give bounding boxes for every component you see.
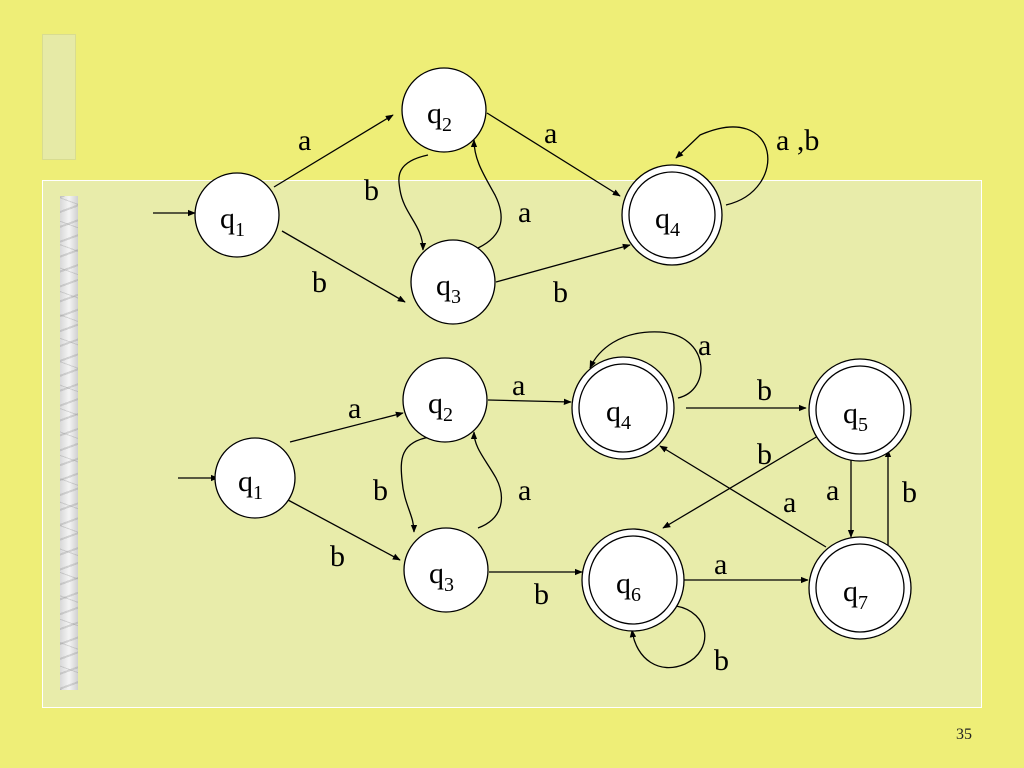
page-number: 35: [956, 726, 972, 743]
svg-text:q4: q4: [655, 202, 680, 241]
top-edge-q1-q2: [273, 114, 394, 188]
svg-text:q6: q6: [616, 567, 641, 606]
bottom-state-q6-final: q6: [581, 528, 685, 632]
top-label-q3-q4: b: [553, 276, 568, 309]
bottom-state-q5-final: q5: [808, 358, 912, 462]
bottom-label-q5-q7: a: [826, 474, 839, 507]
bottom-label-q6-loop: b: [714, 644, 729, 677]
bottom-edge-q7-q4: [659, 445, 827, 548]
bottom-edge-q1-q2: [289, 411, 404, 443]
svg-text:q1: q1: [220, 202, 245, 241]
top-edge-q1-q3: [281, 230, 406, 303]
top-state-q2: q2: [401, 67, 487, 153]
marble-strip: [60, 196, 78, 690]
bottom-state-q3: q3: [403, 527, 489, 613]
svg-text:q2: q2: [428, 387, 453, 426]
bottom-label-q3-q2: a: [518, 474, 531, 507]
top-edge-q3-q4: [495, 243, 631, 283]
top-state-q1: q1: [194, 172, 280, 258]
decorative-bar-top: [42, 34, 76, 160]
bottom-label-q3-q6: b: [534, 578, 549, 611]
bottom-label-q1-q2: a: [348, 392, 361, 425]
top-automaton: q1 q2 q3 q4 a a a ,b b a b b: [153, 67, 819, 325]
top-label-q1-q2: a: [298, 124, 311, 157]
top-state-q3: q3: [410, 239, 496, 325]
bottom-label-q5-q6: b: [757, 438, 772, 471]
top-label-q2-q3: b: [364, 174, 379, 207]
bottom-label-q7-q4: a: [783, 486, 796, 519]
svg-text:q3: q3: [436, 269, 461, 308]
bottom-automaton: q1 q2 q3 q4 q5 q6 q7: [178, 329, 917, 677]
bottom-label-q2-q3: b: [373, 474, 388, 507]
top-label-q4-loop: a ,b: [776, 124, 819, 157]
bottom-label-q7-q5: b: [902, 476, 917, 509]
bottom-label-q6-q7: a: [714, 548, 727, 581]
top-state-q4-final: q4: [621, 164, 723, 266]
svg-text:q4: q4: [606, 395, 631, 434]
top-label-q1-q3: b: [312, 266, 327, 299]
top-edge-q2-q3: [398, 154, 429, 251]
top-edge-q4-loop: [675, 126, 769, 206]
bottom-state-q1: q1: [214, 437, 296, 519]
top-label-q2-q4: a: [544, 117, 557, 150]
svg-text:q7: q7: [843, 575, 868, 614]
bottom-edge-q2-q4: [487, 398, 572, 406]
svg-text:q2: q2: [427, 97, 452, 136]
bottom-edge-q6-loop: [629, 605, 706, 669]
top-label-q3-q2: a: [518, 196, 531, 229]
bottom-label-q2-q4: a: [512, 369, 525, 402]
bottom-edge-q5-q6: [662, 435, 819, 529]
svg-text:q1: q1: [238, 465, 263, 504]
bottom-edge-q2-q3: [400, 436, 431, 533]
top-edge-q3-q2: [470, 139, 502, 249]
bottom-edge-q3-q2: [470, 431, 502, 529]
bottom-label-q1-q3: b: [330, 540, 345, 573]
bottom-state-q4-final: q4: [571, 356, 675, 460]
svg-text:q5: q5: [843, 397, 868, 436]
top-edge-q2-q4: [486, 112, 621, 197]
bottom-label-q4-q5: b: [757, 374, 772, 407]
bottom-label-q4-loop: a: [698, 329, 711, 362]
bottom-edge-q1-q3: [287, 499, 401, 561]
svg-text:q3: q3: [429, 557, 454, 596]
bottom-edge-q4-loop: [589, 331, 702, 399]
bottom-state-q2: q2: [402, 357, 488, 443]
bottom-state-q7-final: q7: [808, 536, 912, 640]
